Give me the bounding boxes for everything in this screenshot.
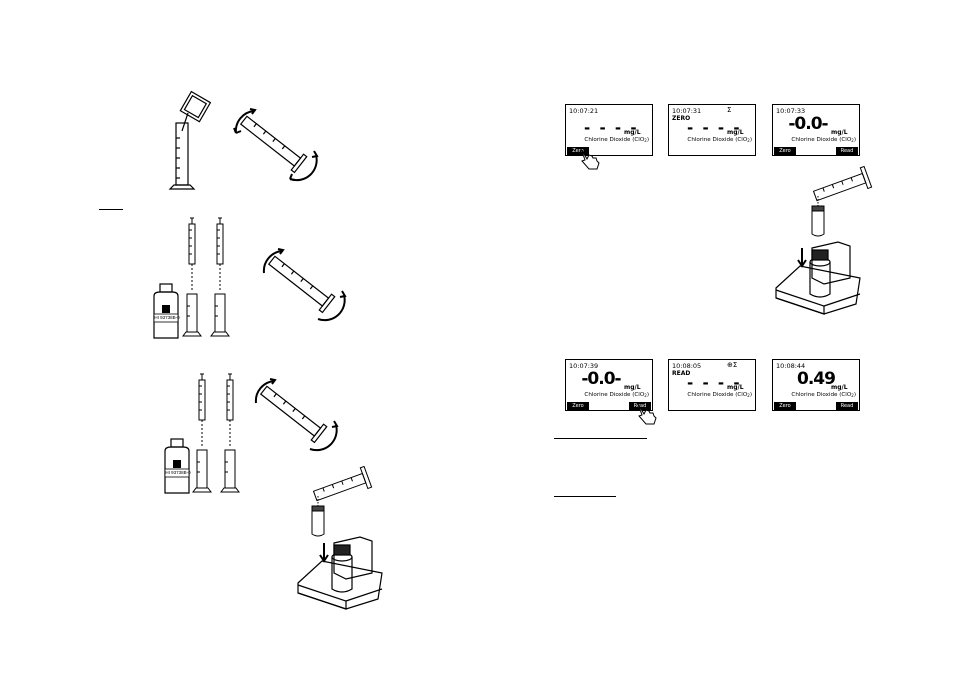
meter-screen-zeroed: 10:07:33 -0.0- mg/L Chlorine Dioxide (Cl…: [772, 104, 860, 156]
screen-reading: -0.0-: [581, 369, 621, 389]
pour-into-cuvette-illustration: [311, 465, 373, 537]
syringe-and-cylinder-pair: [192, 373, 240, 493]
meter-screen-zeroing: 10:07:31 Σ ZERO - - - - mg/L Chlorine Di…: [668, 104, 756, 156]
shaking-cylinder-icon: [233, 108, 319, 182]
zero-key[interactable]: Zero: [774, 402, 796, 410]
pointing-hand-icon: [580, 148, 600, 170]
zero-key[interactable]: Zero: [567, 402, 589, 410]
screen-reading: 0.49: [797, 369, 836, 389]
graduated-cylinder-with-packet: [168, 90, 212, 190]
read-key[interactable]: Read: [629, 402, 651, 410]
screen-time: 10:08:05: [672, 362, 702, 370]
screen-time: 10:08:44: [776, 362, 806, 370]
progress-symbol: ⊕Σ: [727, 361, 738, 369]
screen-unit: mg/L: [624, 384, 641, 391]
screen-parameter: Chlorine Dioxide (ClO2): [791, 392, 856, 398]
screen-unit: mg/L: [727, 384, 744, 391]
meter-screen-read-prompt: 10:07:39 -0.0- mg/L Chlorine Dioxide (Cl…: [565, 359, 653, 411]
reagent-bottle-illustration: [153, 283, 179, 339]
meter-with-cuvette-illustration: [297, 536, 383, 610]
screen-time: 10:07:21: [569, 107, 599, 115]
screen-reading: - - - -: [687, 374, 742, 392]
bottle-label: HI 93738B-0: [165, 470, 191, 475]
screen-reading: - - - -: [687, 119, 742, 137]
screen-unit: mg/L: [727, 129, 744, 136]
screen-unit: mg/L: [831, 384, 848, 391]
shaking-cylinder-icon: [254, 378, 339, 452]
screen-reading: - - - -: [584, 119, 639, 137]
screen-unit: mg/L: [831, 129, 848, 136]
screen-parameter: Chlorine Dioxide (ClO2): [584, 137, 649, 143]
zero-key[interactable]: Zero: [567, 147, 589, 155]
read-key[interactable]: Read: [836, 147, 858, 155]
progress-symbol: Σ: [727, 106, 732, 114]
meter-screen-result: 10:08:44 0.49 mg/L Chlorine Dioxide (ClO…: [772, 359, 860, 411]
bottle-label: HI 93738B-0: [154, 315, 180, 320]
section-underline: [554, 496, 616, 497]
pointing-hand-icon: [637, 403, 657, 425]
screen-mode: ZERO: [672, 115, 691, 122]
screen-time: 10:07:33: [776, 107, 806, 115]
zero-key[interactable]: Zero: [774, 147, 796, 155]
screen-time: 10:07:31: [672, 107, 702, 115]
screen-mode: READ: [672, 370, 691, 377]
screen-parameter: Chlorine Dioxide (ClO2): [584, 392, 649, 398]
shaking-cylinder-icon: [262, 248, 347, 322]
screen-parameter: Chlorine Dioxide (ClO2): [791, 137, 856, 143]
read-key[interactable]: Read: [836, 402, 858, 410]
section-underline: [554, 438, 647, 439]
screen-parameter: Chlorine Dioxide (ClO2): [687, 137, 752, 143]
screen-unit: mg/L: [624, 129, 641, 136]
reagent-bottle-illustration: [164, 438, 190, 494]
syringe-and-cylinder-pair: [182, 217, 230, 337]
section-underline: [99, 209, 123, 210]
screen-parameter: Chlorine Dioxide (ClO2): [687, 392, 752, 398]
screen-reading: -0.0-: [788, 114, 828, 134]
screen-time: 10:07:39: [569, 362, 599, 370]
meter-screen-zero-prompt: 10:07:21 - - - - mg/L Chlorine Dioxide (…: [565, 104, 653, 156]
pour-into-cuvette-illustration: [811, 165, 873, 237]
meter-with-cuvette-illustration: [775, 241, 861, 315]
meter-screen-reading: 10:08:05 ⊕Σ READ - - - - mg/L Chlorine D…: [668, 359, 756, 411]
